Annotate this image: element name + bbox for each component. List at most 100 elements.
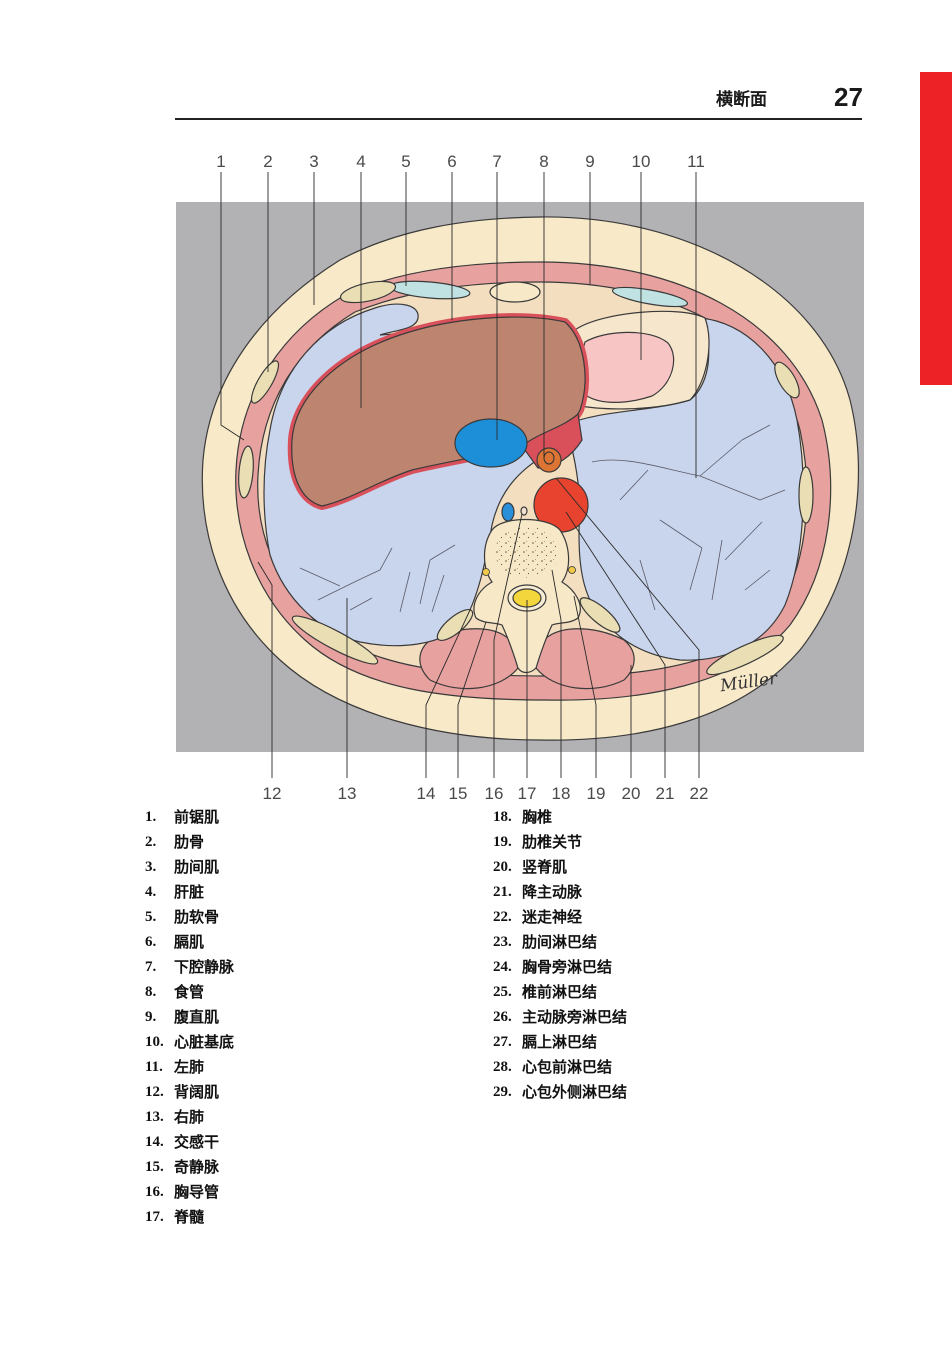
legend-term: 食管	[174, 983, 205, 1001]
legend-item: 17.脊髓	[145, 1205, 234, 1230]
lymph-node	[568, 566, 576, 574]
legend-number: 9.	[145, 1009, 157, 1025]
legend-term: 右肺	[174, 1108, 205, 1126]
legend-number: 14.	[145, 1134, 164, 1150]
legend-term: 肋软骨	[174, 908, 220, 926]
legend-term: 膈上淋巴结	[522, 1033, 598, 1051]
leader-line-16	[493, 513, 523, 778]
leader-line-14	[425, 609, 471, 778]
figure-label-1: 1	[216, 152, 225, 171]
figure-label-12: 12	[263, 784, 282, 803]
section-title: 横断面	[716, 90, 767, 110]
legend-item: 1. 前锯肌	[145, 805, 234, 830]
legend-term: 迷走神经	[522, 908, 583, 926]
figure-label-4: 4	[356, 152, 365, 171]
erector-spinae-left	[419, 628, 519, 690]
legend-item: 2. 肋骨	[145, 830, 234, 855]
header-rule	[175, 118, 862, 120]
legend-term: 降主动脉	[522, 883, 583, 901]
legend-term: 椎前淋巴结	[522, 983, 598, 1001]
figure-label-14: 14	[417, 784, 436, 803]
legend-term: 背阔肌	[174, 1083, 220, 1101]
legend-item: 23. 肋间淋巴结	[493, 930, 627, 955]
leader-line-15	[457, 621, 487, 778]
rib	[798, 466, 814, 524]
legend-number: 19.	[493, 834, 512, 850]
esophagus	[536, 447, 562, 473]
legend-term: 肋骨	[174, 833, 205, 851]
figure-label-2: 2	[263, 152, 272, 171]
legend-item: 4.肝脏	[145, 880, 234, 905]
legend-number: 6.	[145, 934, 157, 950]
legend-term: 腹直肌	[174, 1008, 220, 1026]
figure-label-6: 6	[447, 152, 456, 171]
legend-item: 28.心包前淋巴结	[493, 1055, 627, 1080]
costal-cartilage-right	[611, 286, 689, 308]
left-lung	[564, 317, 804, 661]
legend-term: 下腔静脉	[174, 958, 235, 976]
thoracic-duct	[520, 506, 528, 516]
figure-label-5: 5	[401, 152, 410, 171]
legend-term: 肋椎关节	[522, 833, 583, 851]
legend-number: 1.	[145, 809, 157, 825]
figure-label-8: 8	[539, 152, 548, 171]
legend-number: 2.	[145, 834, 157, 850]
leader-line-19	[573, 595, 597, 778]
figure-label-16: 16	[485, 784, 504, 803]
rib	[339, 280, 397, 304]
rib	[250, 360, 280, 404]
legend-item: 20.竖脊肌	[493, 855, 627, 880]
legend-term: 主动脉旁淋巴结	[522, 1008, 628, 1026]
legend-number: 8.	[145, 984, 157, 1000]
legend-item: 24.胸骨旁淋巴结	[493, 955, 627, 980]
legend-term: 肋间肌	[174, 858, 220, 876]
rib	[291, 615, 379, 665]
legend-item: 14. 交感干	[145, 1130, 234, 1155]
vertebral-body-texture	[495, 526, 559, 578]
legend-term: 前锯肌	[174, 808, 220, 826]
legend-item: 12. 背阔肌	[145, 1080, 234, 1105]
figure-label-9: 9	[585, 152, 594, 171]
legend-term: 奇静脉	[174, 1158, 220, 1176]
figure-label-13: 13	[338, 784, 357, 803]
legend-term: 心脏基底	[174, 1033, 235, 1051]
legend-number: 10.	[145, 1034, 164, 1050]
legend-item: 26.主动脉旁淋巴结	[493, 1005, 627, 1030]
legend-term: 胸骨旁淋巴结	[522, 958, 613, 976]
legend-term: 肋间淋巴结	[522, 933, 598, 951]
figure-label-10: 10	[632, 152, 651, 171]
figure-label-11: 11	[687, 152, 705, 171]
leader-line-18	[551, 569, 562, 778]
legend-number: 12.	[145, 1084, 164, 1100]
legend-number: 23.	[493, 934, 512, 950]
legend-term: 肝脏	[174, 883, 205, 901]
page-number: 27	[834, 82, 863, 112]
legend-term: 心包外侧淋巴结	[522, 1083, 628, 1101]
legend-item: 15.奇静脉	[145, 1155, 234, 1180]
legend-number: 3.	[145, 859, 157, 875]
chapter-tab	[920, 72, 952, 385]
legend-term: 膈肌	[174, 933, 205, 951]
legend-term: 心包前淋巴结	[522, 1058, 613, 1076]
legend-item: 22.迷走神经	[493, 905, 627, 930]
azygos-vein	[501, 502, 515, 522]
rib	[238, 445, 254, 499]
figure-label-20: 20	[622, 784, 641, 803]
legend-item: 8. 食管	[145, 980, 234, 1005]
legend-term: 交感干	[174, 1133, 220, 1151]
leader-line-12	[257, 561, 273, 778]
legend-number: 27.	[493, 1034, 512, 1050]
legend-number: 13.	[145, 1109, 164, 1125]
cross-section-figure: Müller 1 2 3 4 5 6 7 8 9 10	[176, 152, 864, 803]
legend-term: 胸导管	[174, 1183, 220, 1201]
legend-number: 18.	[493, 809, 512, 825]
legend-term: 左肺	[174, 1058, 205, 1076]
legend-item: 21.降主动脉	[493, 880, 627, 905]
legend-item: 27. 膈上淋巴结	[493, 1030, 627, 1055]
legend-term: 脊髓	[174, 1208, 205, 1226]
legend-item: 10. 心脏基底	[145, 1030, 234, 1055]
legend-number: 16.	[145, 1184, 164, 1200]
legend-number: 20.	[493, 859, 512, 875]
